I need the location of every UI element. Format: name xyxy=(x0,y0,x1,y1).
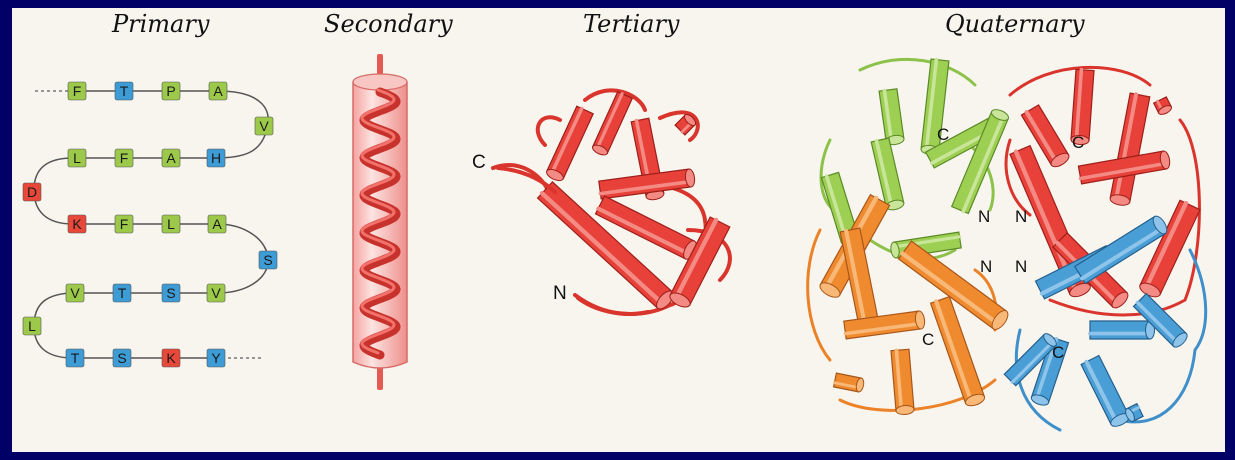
residue-P-0-2: P xyxy=(162,82,180,100)
secondary-helix xyxy=(353,54,407,390)
blue-helix-3 xyxy=(1090,321,1155,339)
svg-text:V: V xyxy=(211,285,221,301)
svg-text:S: S xyxy=(263,252,272,268)
svg-text:P: P xyxy=(166,83,175,99)
residue-H-2-3: H xyxy=(207,149,225,167)
green-helix-1 xyxy=(879,89,904,146)
svg-text:F: F xyxy=(120,150,129,166)
quaternary-label-n-mid-3: N xyxy=(980,257,992,276)
residue-L-2-0: L xyxy=(68,149,86,167)
blue-helix-6 xyxy=(1081,356,1131,429)
svg-text:F: F xyxy=(120,216,129,232)
svg-text:T: T xyxy=(120,83,129,99)
svg-text:T: T xyxy=(71,350,80,366)
svg-text:K: K xyxy=(72,216,82,232)
residue-A-2-2: A xyxy=(162,149,180,167)
svg-text:S: S xyxy=(166,285,175,301)
quaternary-complex: C C N N N N C C xyxy=(808,59,1206,430)
residue-K-4-0: K xyxy=(68,215,86,233)
residue-V-6-3: V xyxy=(207,284,225,302)
residue-A-4-3: A xyxy=(208,215,226,233)
svg-text:Y: Y xyxy=(211,350,221,366)
orange-helix-4 xyxy=(844,310,926,338)
quaternary-label-n-mid-1: N xyxy=(978,207,990,226)
quaternary-label-n-mid-2: N xyxy=(1015,207,1027,226)
tertiary-n-label: N xyxy=(553,283,567,304)
svg-text:T: T xyxy=(118,285,127,301)
svg-text:K: K xyxy=(166,350,176,366)
residue-L-4-2: L xyxy=(162,215,180,233)
svg-text:F: F xyxy=(73,83,82,99)
svg-text:H: H xyxy=(211,150,221,166)
tertiary-c-label: C xyxy=(472,152,486,173)
svg-text:L: L xyxy=(167,216,175,232)
quaternary-label-c-bottom-left: C xyxy=(922,330,934,349)
residue-S-8-1: S xyxy=(113,349,131,367)
svg-text:V: V xyxy=(70,285,80,301)
red-helix-8 xyxy=(1154,97,1173,116)
svg-text:L: L xyxy=(73,150,81,166)
residue-S-5-0: S xyxy=(259,251,277,269)
svg-text:A: A xyxy=(213,83,223,99)
quaternary-label-c-top-left: C xyxy=(937,125,949,144)
residue-V-1-0: V xyxy=(255,117,273,135)
primary-chain: F T P A V L F A H D K F L A S V T S V L T S K Y xyxy=(23,82,277,367)
svg-text:D: D xyxy=(27,184,37,200)
svg-text:A: A xyxy=(166,150,176,166)
residue-F-4-1: F xyxy=(115,215,133,233)
residue-L-7-0: L xyxy=(23,317,41,335)
svg-text:A: A xyxy=(212,216,222,232)
residue-Y-8-3: Y xyxy=(207,349,225,367)
svg-text:V: V xyxy=(259,118,269,134)
tertiary-helix-2 xyxy=(591,92,632,157)
residue-V-6-0: V xyxy=(66,284,84,302)
svg-text:S: S xyxy=(117,350,126,366)
tertiary-fold: C N xyxy=(472,90,730,314)
quaternary-label-c-bottom-right: C xyxy=(1052,343,1064,362)
quaternary-label-n-mid-4: N xyxy=(1015,257,1027,276)
residue-T-0-1: T xyxy=(115,82,133,100)
residue-D-3-0: D xyxy=(23,183,41,201)
orange-helix-6 xyxy=(891,349,914,415)
residue-S-6-2: S xyxy=(162,284,180,302)
red-helix-3 xyxy=(1109,93,1150,207)
quaternary-label-c-top-right: C xyxy=(1072,133,1084,152)
residue-T-8-0: T xyxy=(66,349,84,367)
residue-T-6-1: T xyxy=(113,284,131,302)
tertiary-n-tail xyxy=(575,295,648,314)
residue-A-0-3: A xyxy=(209,82,227,100)
svg-text:L: L xyxy=(28,318,36,334)
residue-K-8-2: K xyxy=(162,349,180,367)
residue-F-2-1: F xyxy=(115,149,133,167)
residue-F-0-0: F xyxy=(68,82,86,100)
orange-helix-7 xyxy=(834,373,865,392)
